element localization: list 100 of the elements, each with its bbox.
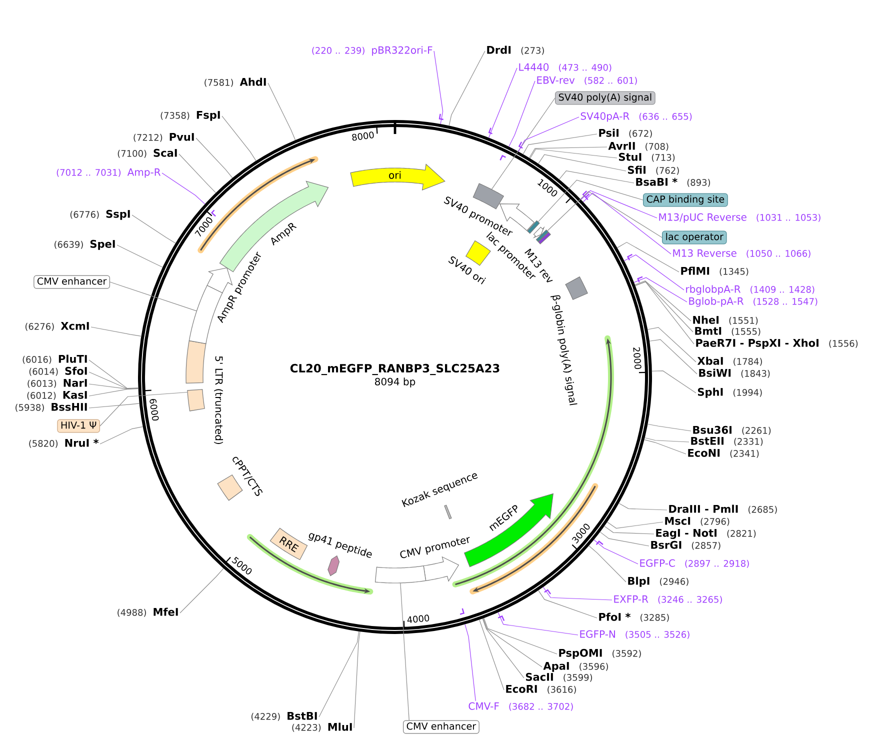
feature-box [374,566,426,584]
primer-label: EGFP-N (3505 .. 3526) [580,630,690,639]
enzyme-label: PaeR7I - PspXI - XhoI (1556) [696,338,858,349]
enzyme-label: (7358) FspI [160,111,220,121]
enzyme-label: (6013) NarI [28,379,87,388]
leader-line [479,619,504,690]
primer-label: EBV-rev (582 .. 601) [537,76,637,85]
leader-line [530,148,618,159]
leader-line [464,624,476,702]
leader-line [484,618,558,654]
leader-line [644,437,690,442]
leader-line [647,327,696,362]
leader-line [616,242,680,272]
enzyme-label: (6016) PluTI [22,354,87,364]
enzyme-label: BsiWI (1843) [699,368,770,378]
leader-line [88,384,139,390]
leader-line [624,254,684,290]
leader-line [604,526,654,534]
enzyme-label: BmtI (1555) [695,327,760,336]
feature-box [472,183,504,210]
enzyme-label: EcoRI (3616) [506,685,576,694]
enzyme-label: (4229) BstBI [251,712,317,721]
enzyme-label: (6014) SfoI [29,366,87,376]
callout-box: CAP binding site [643,193,728,207]
leader-line [582,192,672,254]
leader-line [618,502,668,510]
feature-label: 5' LTR (truncated) [214,356,223,444]
leader-line [88,360,139,389]
enzyme-label: StuI (713) [618,152,675,162]
enzyme-label: (7100) ScaI [118,148,177,158]
enzyme-label: (4988) MfeI [118,608,178,617]
enzyme-label: Bsu36I (2261) [693,426,771,435]
leader-line [647,424,692,432]
primer-label: SV40pA-R (636 .. 655) [580,112,692,122]
leader-line [606,522,664,529]
enzyme-label: (6276) XcmI [25,322,89,331]
leader-line [162,172,206,204]
enzyme-label: (5938) BssHII [16,403,87,412]
callout-box: lac operator [662,230,727,244]
enzyme-label: SacII (3599) [526,672,592,682]
leader-line [652,370,696,394]
feature-label: β-globin poly(A) signal [550,295,578,406]
primer-label: M13/pUC Reverse (1031 .. 1053) [659,213,820,223]
enzyme-label: AvrII (708) [608,142,668,151]
leader-line [88,372,139,390]
enzyme-label: EagI - NotI (2821) [656,529,756,539]
enzyme-label: PflMI (1345) [681,266,748,276]
leader-line [538,180,644,222]
feature-band: ori [350,164,446,190]
enzyme-label: BlpI (2946) [628,576,688,587]
leader-line [88,403,140,408]
primer-label: M13 Reverse (1050 .. 1066) [673,249,810,258]
feature-box [187,389,205,412]
leader-line [644,439,686,454]
enzyme-label: SfiI (762) [628,166,679,175]
leader-line [116,244,163,268]
leader-line [434,50,444,124]
enzyme-label: BsrGI (2857) [651,540,720,550]
enzyme-label: NheI (1551) [693,316,758,325]
leader-line [100,426,144,444]
leader-line [522,134,598,154]
enzyme-label: PspOMI (3592) [559,648,641,659]
leader-line [538,154,626,172]
enzyme-label: (6776) SspI [70,210,130,220]
callout-box: CMV enhancer [403,720,480,734]
enzyme-label: MscI (2796) [665,517,730,526]
enzyme-label: (4223) MluI [292,722,352,732]
leader-line [318,631,360,718]
callout-box: CMV enhancer [34,275,110,289]
leader-line [594,539,638,564]
tick-label: 8000 [352,132,374,141]
leader-line [580,190,658,218]
leader-line [508,80,536,147]
leader-line [542,586,612,600]
leader-line [649,339,698,374]
leader-line [528,146,608,158]
leader-line [488,68,518,138]
enzyme-label: DraIII - PmlI (2685) [669,504,777,514]
leader-line [491,98,556,190]
leader-line [100,392,188,426]
leader-line [634,280,692,322]
tick-label: 6000 [150,398,159,421]
leader-line [180,568,224,614]
leader-line [498,612,578,636]
tick-label: 2000 [633,347,642,370]
primer-label: EGFP-C (2897 .. 2918) [640,559,749,568]
leader-line [268,82,296,140]
leader-line [90,326,142,336]
primer-label: CMV-F (3682 .. 3702) [468,702,573,711]
tick-label: 4000 [407,614,430,623]
feature-band [423,556,460,582]
leader-line [110,282,197,312]
leader-line [518,116,580,152]
feature-band [206,267,233,294]
enzyme-label: BstEII (2331) [691,437,763,446]
feature-label: gp41 peptide [308,533,372,558]
leader-line [558,170,634,184]
enzyme-label: (5820) NruI * [29,438,99,448]
leader-line [354,631,360,728]
primer-label: (220 .. 239) pBR322ori-F [312,46,432,56]
